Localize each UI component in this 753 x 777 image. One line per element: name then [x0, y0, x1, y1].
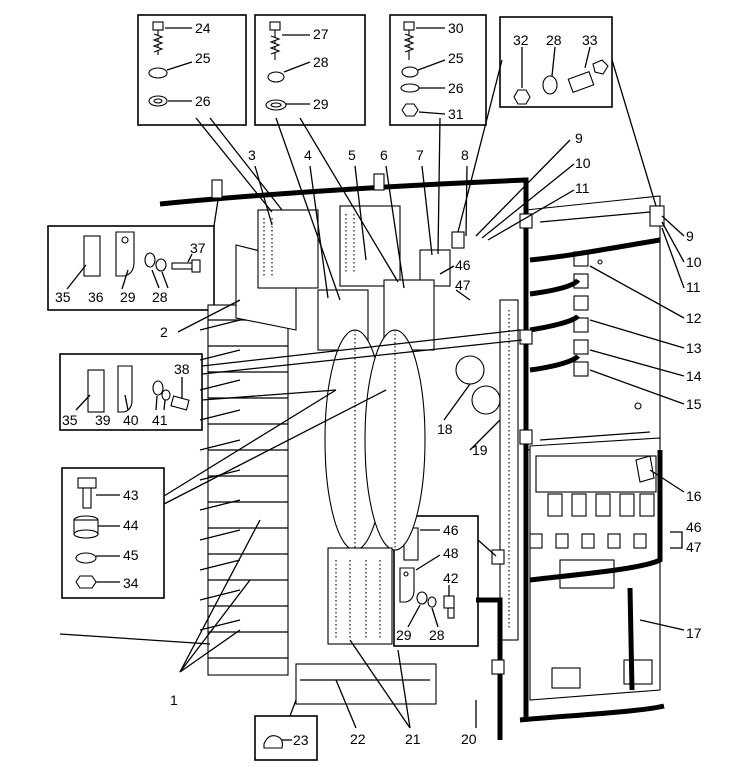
detail-box-left-lower: 43 44 45 34 [61, 467, 165, 599]
callout-3: 3 [248, 147, 256, 163]
callout-6: 6 [380, 147, 388, 163]
callout-13: 13 [686, 340, 702, 356]
callout-35: 35 [55, 289, 71, 305]
callout-46c: 46 [686, 519, 702, 535]
detail-box-left-middle: 38 35 39 40 41 [59, 353, 203, 431]
callout-35b: 35 [62, 412, 78, 428]
callout-9: 9 [575, 130, 583, 146]
callout-17: 17 [686, 625, 702, 641]
main-callouts: 3 4 5 6 7 8 9 10 11 46 47 9 10 11 12 13 … [160, 130, 702, 747]
callout-20: 20 [461, 731, 477, 747]
callout-10: 10 [575, 155, 591, 171]
callout-46: 46 [455, 257, 471, 273]
callout-39: 39 [95, 412, 111, 428]
callout-34: 34 [123, 575, 139, 591]
callout-12: 12 [686, 310, 702, 326]
detail-box-top-right: 30 25 26 31 [389, 14, 487, 126]
callout-21: 21 [405, 731, 421, 747]
callout-18: 18 [437, 421, 453, 437]
callout-11: 11 [575, 180, 590, 196]
callout-29b: 29 [120, 289, 136, 305]
callout-25: 25 [195, 50, 211, 66]
callout-2: 2 [160, 324, 168, 340]
callout-43: 43 [123, 487, 139, 503]
callout-26b: 26 [448, 80, 464, 96]
callout-41: 41 [152, 412, 168, 428]
callout-48: 48 [443, 545, 459, 561]
callout-22: 22 [350, 731, 366, 747]
callout-45: 45 [123, 547, 139, 563]
callout-26: 26 [195, 93, 211, 109]
callout-1: 1 [170, 692, 178, 708]
detail-box-far-right: 32 28 33 [499, 16, 613, 108]
callout-14: 14 [686, 368, 702, 384]
callout-16: 16 [686, 488, 702, 504]
detail-box-top-left: 24 25 26 [137, 14, 247, 126]
callout-8: 8 [461, 147, 469, 163]
main-assembly [59, 173, 665, 740]
detail-box-center-lower: 46 48 42 29 28 [393, 515, 479, 647]
callout-4: 4 [304, 147, 312, 163]
terminal-blocks [547, 493, 655, 517]
callout-31: 31 [448, 106, 464, 122]
callout-38: 38 [174, 361, 190, 377]
callout-10b: 10 [686, 254, 702, 270]
callout-28: 28 [313, 54, 329, 70]
callout-23: 23 [293, 732, 309, 748]
callout-27: 27 [313, 26, 329, 42]
callout-47b: 47 [686, 539, 702, 555]
callout-42: 42 [443, 570, 459, 586]
callout-19: 19 [472, 442, 488, 458]
detail-box-left-upper: 35 36 29 28 37 [47, 225, 215, 311]
heat-sink-stack [199, 304, 289, 676]
callout-15: 15 [686, 396, 702, 412]
callout-30: 30 [448, 20, 464, 36]
callout-47: 47 [455, 277, 471, 293]
callout-46b: 46 [443, 522, 459, 538]
callout-25b: 25 [448, 50, 464, 66]
callout-24: 24 [195, 20, 211, 36]
callout-37: 37 [190, 240, 206, 256]
callout-11b: 11 [686, 279, 701, 295]
callout-29c: 29 [396, 627, 412, 643]
callout-9b: 9 [686, 228, 694, 244]
box-leaders [163, 59, 657, 717]
callout-33: 33 [582, 32, 598, 48]
callout-7: 7 [416, 147, 424, 163]
callout-44: 44 [123, 517, 139, 533]
callout-28b: 28 [152, 289, 168, 305]
callout-5: 5 [348, 147, 356, 163]
callout-28c: 28 [546, 32, 562, 48]
callout-28d: 28 [429, 627, 445, 643]
callout-32: 32 [513, 32, 529, 48]
callout-29: 29 [313, 96, 329, 112]
detail-box-top-mid: 27 28 29 [254, 14, 366, 126]
callout-36: 36 [88, 289, 104, 305]
detail-box-bottom: 23 [254, 715, 318, 761]
callout-40: 40 [123, 412, 139, 428]
